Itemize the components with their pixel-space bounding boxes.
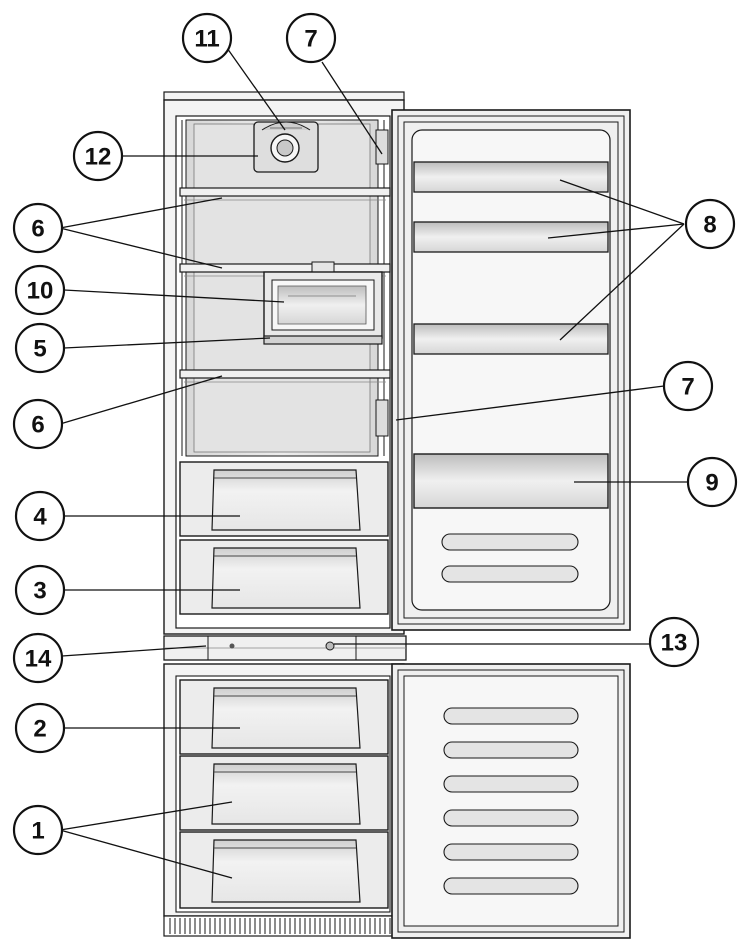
freezer-drawer-middle (179, 755, 389, 831)
callout-label: 14 (25, 646, 52, 673)
callout-13: 13 (648, 616, 700, 668)
fridge-door (391, 109, 631, 631)
callout-7-top: 7 (285, 12, 337, 64)
callout-4: 4 (14, 490, 66, 542)
callout-label: 4 (33, 504, 47, 531)
freezer-door (391, 663, 631, 939)
leader-lines (59, 47, 688, 879)
callout-label: 9 (705, 470, 718, 497)
callout-9: 9 (686, 456, 738, 508)
callout-label: 7 (681, 374, 694, 401)
freezer-door-rib (443, 741, 579, 759)
callout-label: 10 (27, 278, 54, 305)
base-grille (163, 915, 405, 937)
callout-label: 3 (33, 578, 46, 605)
callout-5: 5 (14, 322, 66, 374)
callout-10: 10 (14, 264, 66, 316)
callout-12: 12 (72, 130, 124, 182)
callout-6-top: 6 (12, 202, 64, 254)
glass-shelf-lower (179, 369, 391, 383)
callout-2: 2 (14, 702, 66, 754)
side-light-fan (375, 129, 389, 437)
callout-label: 8 (703, 212, 716, 239)
callout-label: 11 (194, 26, 219, 53)
glass-shelf-top (179, 187, 391, 201)
callout-6-bottom: 6 (12, 398, 64, 450)
callout-14: 14 (12, 632, 64, 684)
callout-label: 7 (304, 26, 317, 53)
freezer-drawer-top (179, 679, 389, 755)
callout-3: 3 (14, 564, 66, 616)
freezer-door-rib (443, 843, 579, 861)
callout-label: 5 (33, 336, 46, 363)
callout-7-bottom: 7 (662, 360, 714, 412)
thermostat-light-unit (253, 121, 319, 173)
callout-1: 1 (12, 804, 64, 856)
callout-label: 1 (31, 818, 44, 845)
crisper-drawer-upper (179, 461, 389, 537)
freezer-door-rib (443, 707, 579, 725)
control-strip (163, 635, 407, 661)
freezer-door-rib (443, 775, 579, 793)
callout-label: 12 (85, 144, 112, 171)
callout-label: 13 (661, 630, 688, 657)
freezer-door-rib (443, 809, 579, 827)
chiller-box (263, 261, 383, 345)
freezer-drawer-bottom (179, 831, 389, 909)
callout-label: 2 (33, 716, 46, 743)
callout-label: 6 (31, 412, 44, 439)
callout-8: 8 (684, 198, 736, 250)
freezer-door-rib (443, 877, 579, 895)
callout-label: 6 (31, 216, 44, 243)
callout-11: 11 (181, 12, 233, 64)
crisper-drawer-lower (179, 539, 389, 615)
